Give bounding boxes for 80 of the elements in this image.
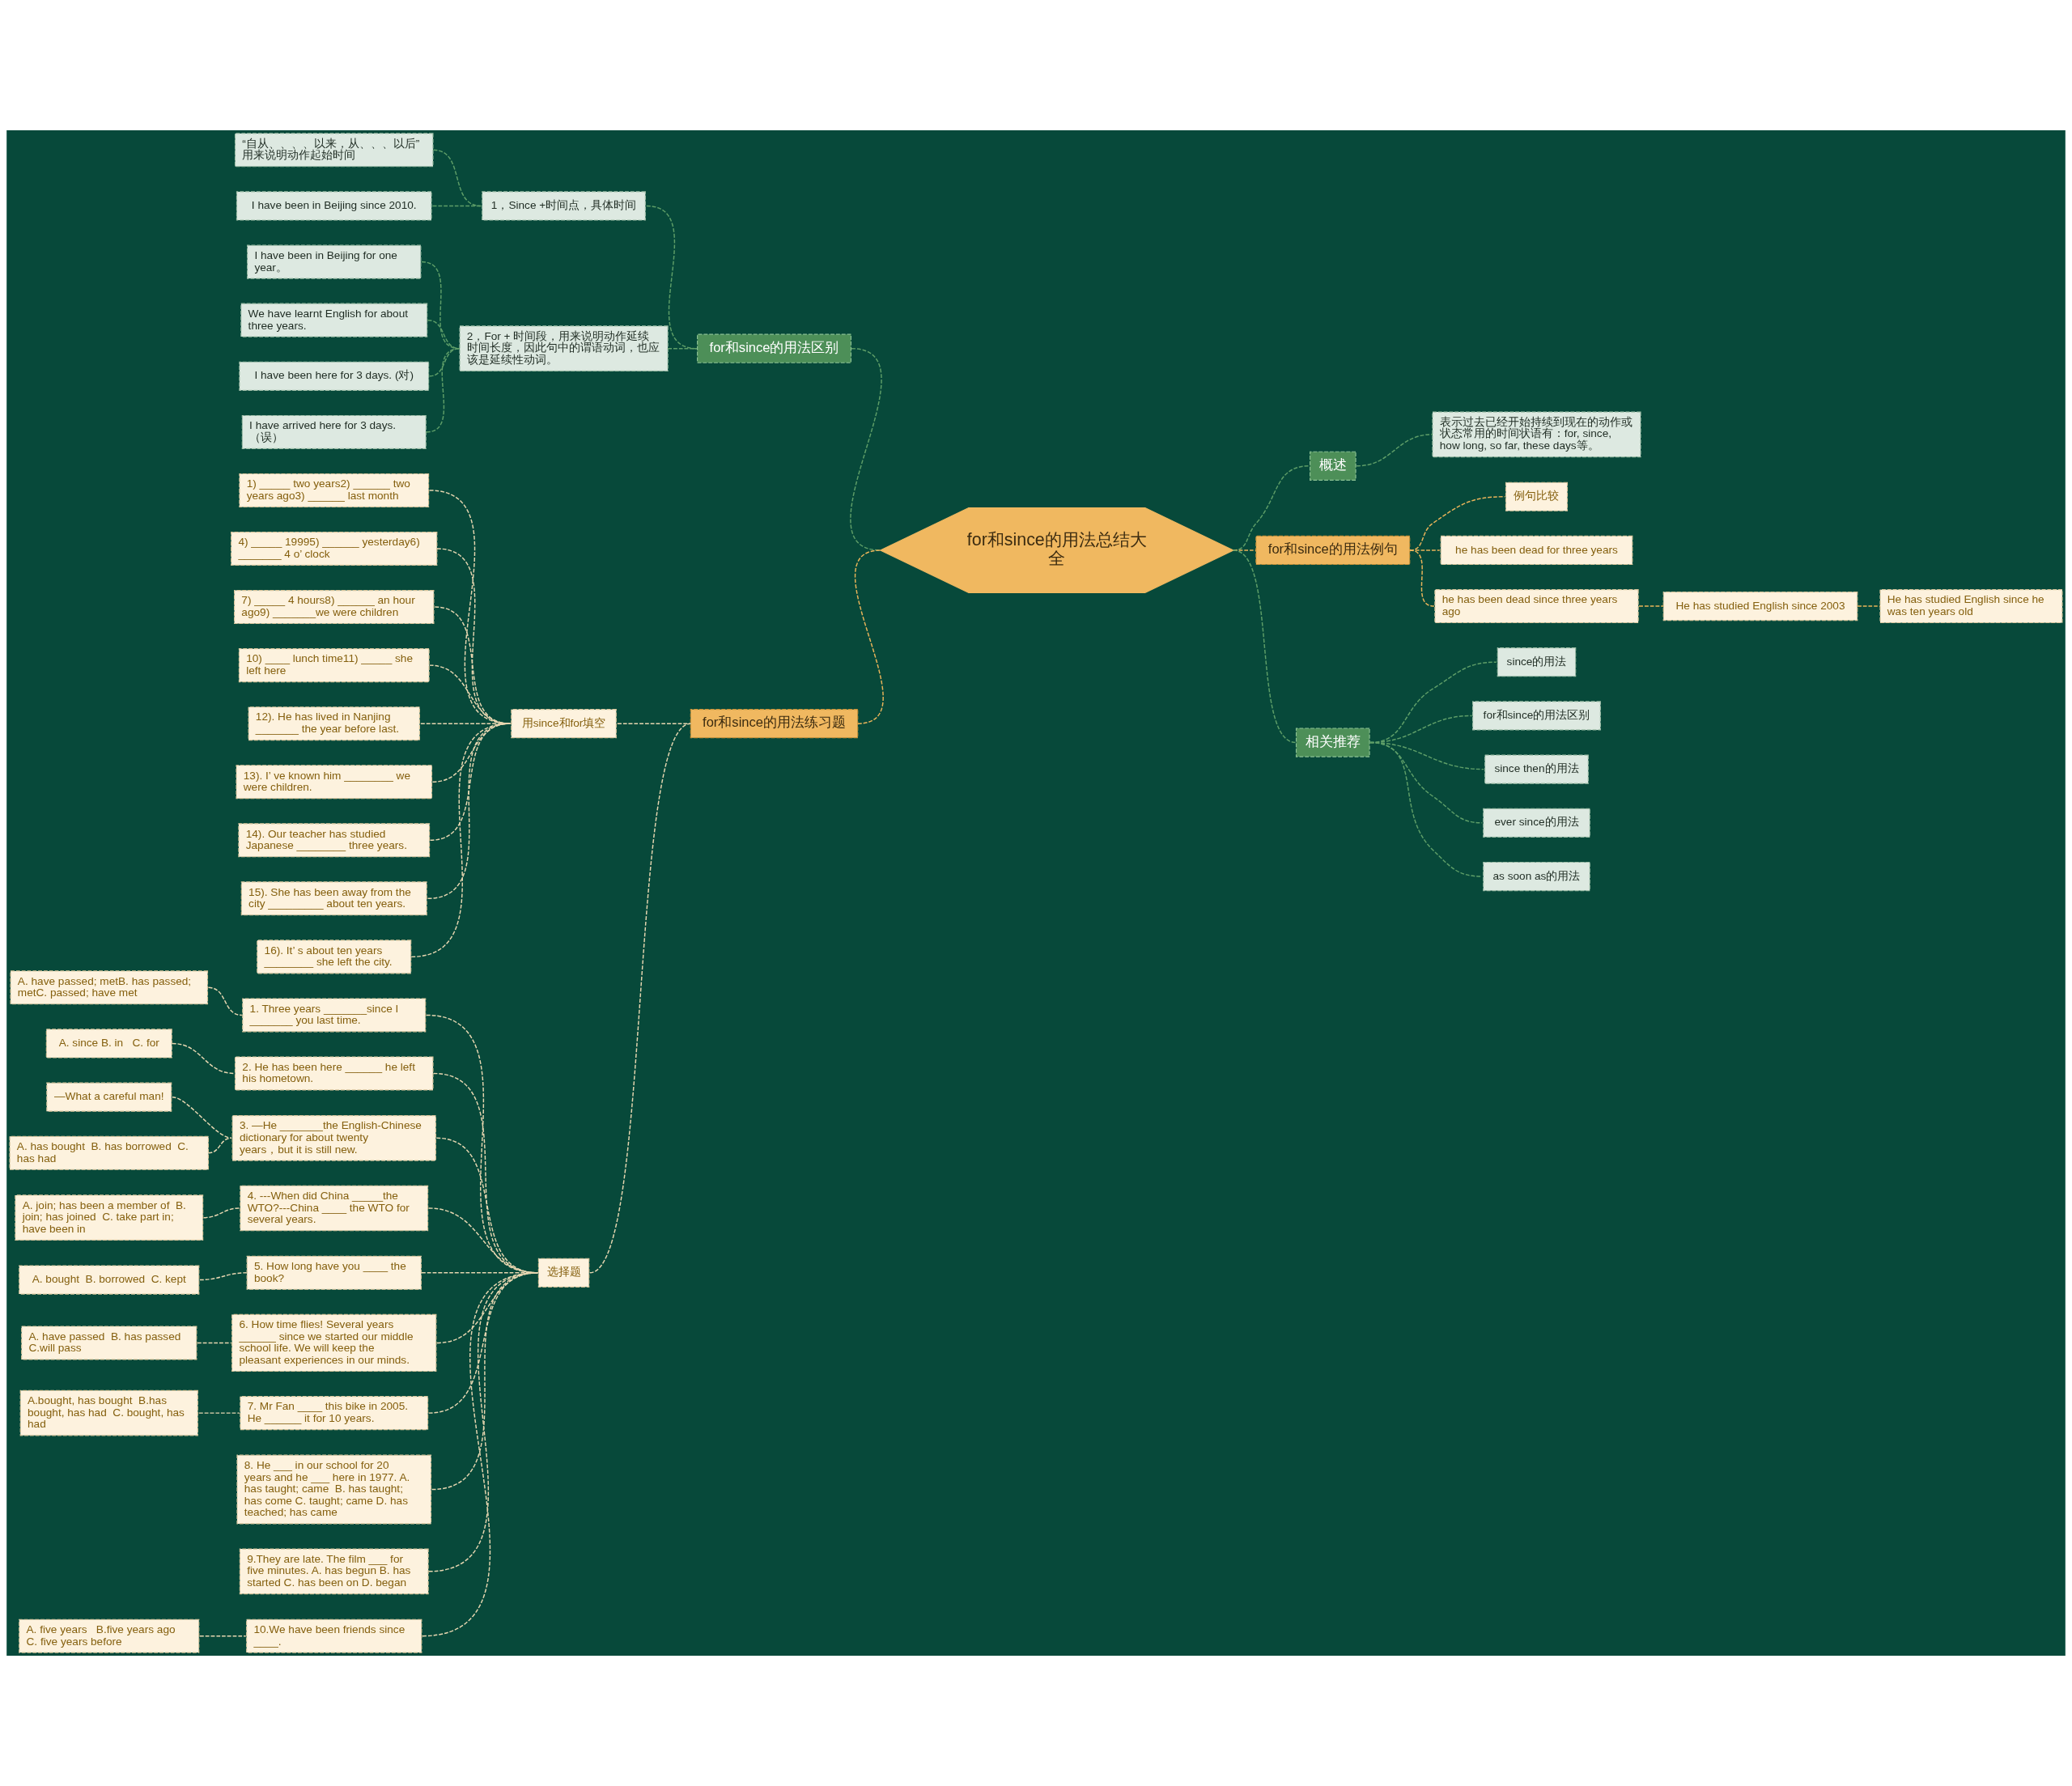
- node-box: 1，Since +时间点，具体时间: [482, 191, 646, 221]
- node-box: for和since的用法例句: [1255, 535, 1411, 566]
- connector: [198, 1412, 240, 1414]
- node-box: 4) _____ 19995) ______ yesterday6) _______ 4 o’ clock: [231, 532, 438, 566]
- node-box: I have been here for 3 days. (对): [239, 361, 430, 391]
- node-box: A. join; has been a member of B. join; has joined C. take part in; have been in: [15, 1194, 204, 1241]
- node-box: since then的用法: [1484, 754, 1589, 784]
- connector: [197, 1342, 232, 1344]
- node-box: 1) _____ two years2) ______ two years ago3) ______ last month: [239, 473, 430, 507]
- connector: [854, 549, 884, 724]
- connector: [1356, 434, 1433, 467]
- node-box: A.bought, has bought B.has bought, has had C. bought, has had: [19, 1389, 198, 1436]
- connector: [1409, 549, 1435, 607]
- node-box: 4. ---When did China _____the WTO?---China ____ the WTO for several years.: [240, 1185, 429, 1232]
- connector: [431, 205, 482, 207]
- node-box: 选择题: [537, 1258, 590, 1288]
- node-box: he has been dead for three years: [1440, 535, 1633, 566]
- connector: [432, 149, 482, 207]
- connector: [202, 1207, 240, 1219]
- connector: [1638, 605, 1664, 607]
- node-box: he has been dead since three years ago: [1434, 589, 1639, 624]
- node-box: 5. How long have you ____ the book?: [246, 1255, 422, 1290]
- connector: [410, 723, 512, 958]
- node-box: I have arrived here for 3 days.（误）: [241, 414, 427, 449]
- node-box: He has studied English since he was ten years old: [1879, 589, 2063, 624]
- node-box: 7. Mr Fan ____ this bike in 2005. He ______ it for 10 years.: [240, 1396, 429, 1431]
- connector: [425, 347, 461, 433]
- node-box: A. five years B.five years ago C. five years before: [19, 1618, 200, 1653]
- node-box: ever since的用法: [1483, 808, 1590, 838]
- node-box: 概述: [1309, 451, 1357, 481]
- node-box: for和since的用法练习题: [690, 709, 859, 739]
- node-box: as soon as的用法: [1483, 861, 1590, 892]
- node-box: A. since B. in C. for: [45, 1029, 172, 1058]
- node-box: 13). I’ ve known him ________ we were children.: [236, 765, 433, 800]
- node-box: A. has bought B. has borrowed C. has had: [9, 1135, 210, 1170]
- connector: [199, 1272, 248, 1281]
- node-box: 相关推荐: [1295, 728, 1370, 757]
- node-box: 2. He has been here ______ he left his hometown.: [234, 1056, 434, 1091]
- connector: [171, 1096, 232, 1139]
- node-box: A. have passed B. has passed C.will pass: [21, 1326, 197, 1360]
- node-box: 6. How time flies! Several years ______ since we started our middle school life. We will keep the pleasant experiences in our minds.: [231, 1313, 437, 1372]
- node-box: 例句比较: [1505, 481, 1569, 511]
- node-box: for和since的用法区别: [1472, 701, 1601, 731]
- connector: [422, 1272, 539, 1637]
- connector: [667, 347, 698, 350]
- connector: [207, 1137, 232, 1154]
- node-box: We have learnt English for about three years.: [240, 303, 428, 337]
- node-box: “自从、、、、以来，从、、、以后” 用来说明动作起始时间: [234, 133, 434, 168]
- connector: [199, 1635, 247, 1637]
- connector: [171, 1042, 236, 1075]
- node-box: 3. —He _______the English-Chinese dictionary for about twenty years，but it is still new.: [231, 1114, 436, 1161]
- connector: [617, 723, 692, 724]
- node-box: 10) ____ lunch time11) _____ she left here: [238, 648, 430, 683]
- node-box: 表示过去已经开始持续到现在的动作或状态常用的时间状语有：for, since, how long, so far, these days等。: [1432, 411, 1641, 458]
- connector: [1857, 605, 1881, 607]
- node-box: 16). It’ s about ten years ________ she left the city.: [257, 940, 412, 974]
- node-box: I have been in Beijing since 2010.: [236, 191, 432, 221]
- node-box: 10.We have been friends since ____.: [246, 1618, 422, 1653]
- connector: [588, 723, 692, 1274]
- connector: [207, 986, 243, 1016]
- connector: [1369, 741, 1484, 877]
- node-box: A. have passed; metB. has passed; metC. passed; have met: [10, 970, 209, 1005]
- connector: [646, 205, 698, 350]
- node-box: 2，For + 时间段，用来说明动作延续时间长度，因此句中的谓语动词，也应该是延续性动词。: [459, 325, 669, 372]
- node-box: 8. He ___ in our school for 20 years and he ___ here in 1977. A. has taught; came B. has taught; has come C. taught; came D. has teached; has came: [236, 1454, 432, 1525]
- node-box: —What a careful man!: [46, 1082, 172, 1112]
- node-box: 用since和for填空: [511, 709, 617, 739]
- node-box: He has studied English since 2003: [1662, 591, 1858, 621]
- node-box: 12). He has lived in Nanjing _______ the year before last.: [248, 706, 420, 741]
- node-box: 1. Three years _______since I _______ you last time.: [242, 998, 427, 1033]
- node-box: for和since的用法区别: [697, 333, 852, 363]
- node-box: I have been in Beijing for one year。: [247, 244, 422, 279]
- node-box: since的用法: [1497, 647, 1577, 677]
- connector: [850, 347, 882, 551]
- connector: [1232, 549, 1297, 744]
- node-box: 14). Our teacher has studied Japanese ________ three years.: [238, 823, 431, 858]
- node-box: A. bought B. borrowed C. kept: [19, 1265, 200, 1295]
- node-box: 9.They are late. The film ___ for five minutes. A. has begun B. has started C. has been on D. began: [239, 1548, 429, 1595]
- node-box: 15). She has been away from the city _________ about ten years.: [240, 881, 427, 916]
- node-box: 7) _____ 4 hours8) ______ an hour ago9) _______we were children: [234, 590, 435, 625]
